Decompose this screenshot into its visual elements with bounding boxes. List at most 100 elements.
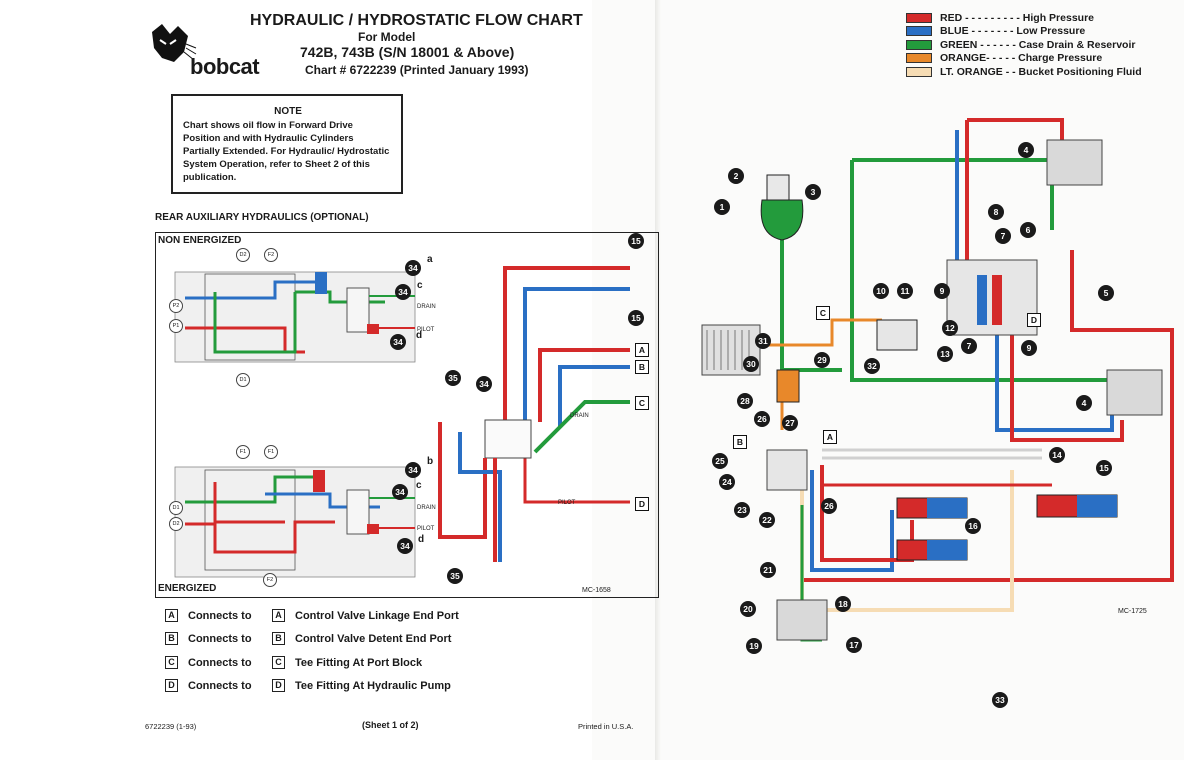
model-numbers: 742B, 743B (S/N 18001 & Above) (300, 44, 515, 60)
footer-right: Printed in U.S.A. (578, 722, 634, 731)
legend-swatch (906, 26, 932, 37)
connects-to-label: Connects to (188, 609, 252, 622)
callout-suffix: d (418, 534, 425, 545)
callout-number: 25 (712, 453, 728, 469)
callout-number: 22 (759, 512, 775, 528)
connection-box-label: C (635, 396, 649, 410)
callout-number: 14 (1049, 447, 1065, 463)
legend-label: ORANGE- - - - - Charge Pressure (940, 52, 1103, 65)
callout-suffix: d (416, 330, 423, 341)
connection-letter: D (165, 679, 178, 692)
port-marker: P1 (169, 319, 183, 333)
valve-block-energized (174, 466, 416, 578)
note-box: NOTE Chart shows oil flow in Forward Dri… (171, 94, 403, 194)
connection-letter: C (165, 656, 178, 669)
aux-callouts: DRAIN PILOT DRAIN PILOT PILOT DRAIN (417, 304, 589, 532)
callout-suffix: b (427, 456, 434, 467)
callout-number: 18 (835, 596, 851, 612)
energized-label: ENERGIZED (158, 583, 217, 594)
non-energized-label: NON ENERGIZED (158, 235, 242, 246)
pilot-label-energized: PILOT (417, 526, 435, 532)
connects-to-label: Connects to (188, 632, 252, 645)
port-marker: D1 (236, 373, 250, 387)
legend-label: RED - - - - - - - - - High Pressure (940, 11, 1095, 24)
legend-swatch (906, 53, 932, 64)
callout-number: 8 (988, 204, 1004, 220)
port-marker: F1 (264, 445, 278, 459)
legend-label: GREEN - - - - - - Case Drain & Reservoir (940, 38, 1136, 51)
callout-suffix: c (416, 480, 422, 491)
callout-number: 27 (782, 415, 798, 431)
rear-aux-title: REAR AUXILIARY HYDRAULICS (OPTIONAL) (155, 212, 369, 223)
callout-suffix: c (417, 280, 423, 291)
logo-wordmark: bobcat (190, 54, 260, 79)
connection-row: C Connects to C Tee Fitting At Port Block (165, 656, 422, 669)
callout-number: 21 (760, 562, 776, 578)
callout-number: 9 (1021, 340, 1037, 356)
port-marker: D1 (169, 501, 183, 515)
callout-number: 34 (390, 334, 406, 350)
port-marker: D2 (236, 248, 250, 262)
connection-box-label: B (733, 435, 747, 449)
callout-number: 35 (447, 568, 463, 584)
callout-number: 3 (805, 184, 821, 200)
callout-number: 2 (728, 168, 744, 184)
callout-number: 7 (995, 228, 1011, 244)
callout-number: 20 (740, 601, 756, 617)
connection-box-label: D (1027, 313, 1041, 327)
connects-to-label: Connects to (188, 679, 252, 692)
aux-mc-number: MC-1658 (582, 587, 611, 594)
port-marker: F1 (236, 445, 250, 459)
drain-label-hose: DRAIN (570, 413, 589, 419)
legend-swatch (906, 39, 932, 50)
connection-box-label: A (635, 343, 649, 357)
connection-box-label: A (823, 430, 837, 444)
callout-number: 6 (1020, 222, 1036, 238)
callout-number: 4 (1018, 142, 1034, 158)
callout-number: 26 (821, 498, 837, 514)
callout-number: 30 (743, 356, 759, 372)
callout-number: 13 (937, 346, 953, 362)
connects-to-label: Connects to (188, 656, 252, 669)
connection-letter: B (272, 632, 285, 645)
legend-swatch (906, 12, 932, 23)
connection-description: Tee Fitting At Port Block (295, 656, 423, 669)
legend-swatch (906, 66, 932, 77)
connection-box-label: B (635, 360, 649, 374)
legend-label: BLUE - - - - - - - Low Pressure (940, 25, 1086, 38)
note-heading: NOTE (274, 106, 302, 117)
callout-number: 34 (405, 260, 421, 276)
callout-number: 32 (864, 358, 880, 374)
callout-number: 12 (942, 320, 958, 336)
port-marker: F2 (264, 248, 278, 262)
aux-hose-routing (438, 266, 630, 562)
connection-letter: C (272, 656, 285, 669)
page-title: HYDRAULIC / HYDROSTATIC FLOW CHART (250, 12, 583, 29)
callout-number: 26 (754, 411, 770, 427)
chart-number: Chart # 6722239 (Printed January 1993) (305, 63, 529, 77)
callout-number: 33 (992, 692, 1008, 708)
connection-description: Tee Fitting At Hydraulic Pump (295, 679, 451, 692)
callout-number: 10 (873, 283, 889, 299)
port-marker: P2 (169, 299, 183, 313)
callout-number: 15 (1096, 460, 1112, 476)
callout-number: 15 (628, 310, 644, 326)
port-marker: F2 (263, 573, 277, 587)
callout-number: 9 (934, 283, 950, 299)
footer-left: 6722239 (1-93) (145, 722, 197, 731)
callout-number: 7 (961, 338, 977, 354)
callout-number: 34 (476, 376, 492, 392)
legend-row: BLUE - - - - - - - Low Pressure (906, 25, 1142, 39)
callout-number: 34 (392, 484, 408, 500)
port-marker: D2 (169, 517, 183, 531)
components (701, 139, 1163, 641)
aux-hydraulics-diagram (174, 266, 630, 578)
connection-letter: B (165, 632, 178, 645)
drain-label: DRAIN (417, 304, 436, 310)
connection-box-label: C (816, 306, 830, 320)
main-mc-number: MC-1725 (1118, 608, 1147, 615)
